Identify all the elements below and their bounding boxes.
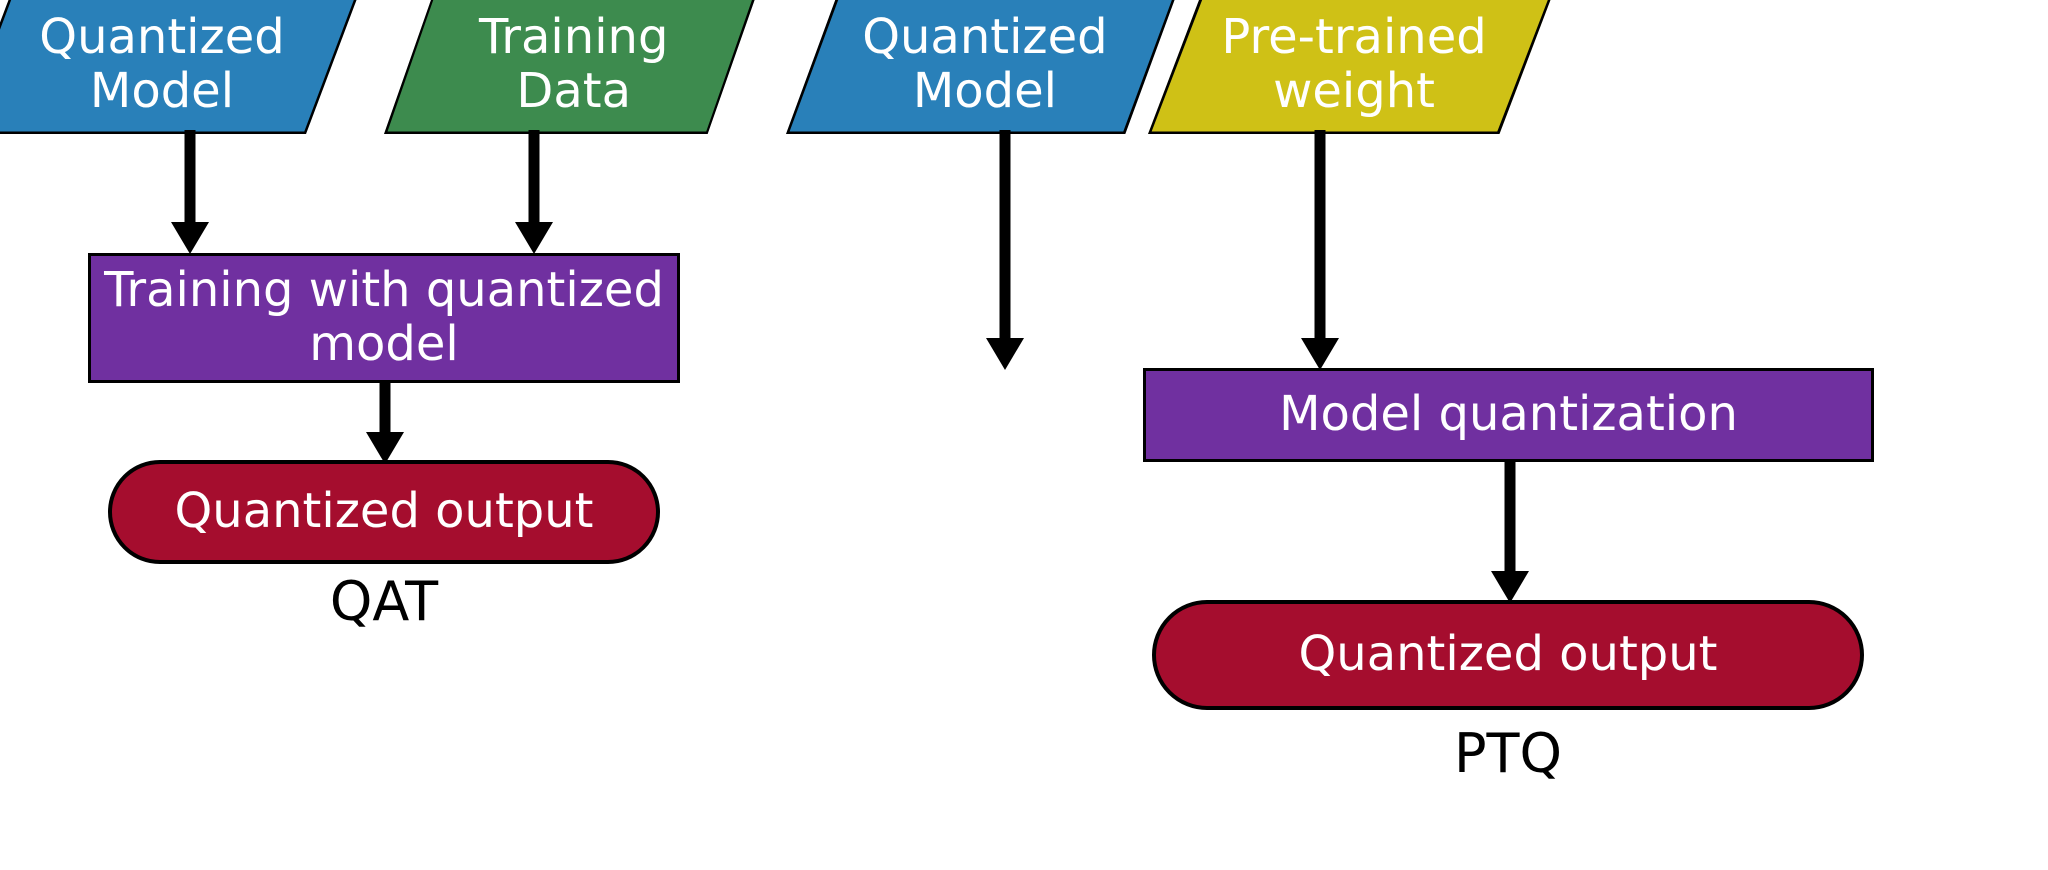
qat-output-label: Quantized output: [174, 483, 594, 540]
qat-input-training-data-label: Training Data: [479, 9, 669, 119]
qat-input-quantized-model-label: Quantized Model: [39, 9, 285, 119]
ptq-arrow-process-to-output: [1491, 459, 1529, 603]
qat-caption: QAT: [234, 570, 534, 633]
qat-input-training-data[interactable]: Training Data: [384, 0, 756, 134]
qat-input-quantized-model[interactable]: Quantized Model: [0, 0, 358, 134]
ptq-process-model-quantization[interactable]: Model quantization: [1143, 368, 1874, 462]
ptq-arrow-weight-to-process: [1301, 130, 1339, 370]
ptq-input-pretrained-weight[interactable]: Pre-trained weight: [1148, 0, 1552, 134]
qat-arrow-data-to-process: [515, 130, 553, 254]
ptq-input-quantized-model-label: Quantized Model: [862, 9, 1108, 119]
qat-process-label: Training with quantized model: [104, 262, 664, 372]
ptq-caption-text: PTQ: [1453, 722, 1563, 785]
ptq-arrow-model-to-process: [986, 130, 1024, 370]
qat-arrow-model-to-process: [171, 130, 209, 254]
ptq-caption: PTQ: [1358, 722, 1658, 785]
ptq-process-label: Model quantization: [1279, 386, 1738, 443]
ptq-input-quantized-model[interactable]: Quantized Model: [786, 0, 1176, 134]
qat-arrow-process-to-output: [366, 380, 404, 464]
qat-caption-text: QAT: [329, 570, 439, 633]
ptq-output-label: Quantized output: [1298, 626, 1718, 683]
qat-process-training-with-quantized-model[interactable]: Training with quantized model: [88, 253, 680, 383]
ptq-input-pretrained-weight-label: Pre-trained weight: [1221, 9, 1487, 119]
qat-output-quantized-output[interactable]: Quantized output: [108, 460, 660, 564]
ptq-output-quantized-output[interactable]: Quantized output: [1152, 600, 1864, 710]
